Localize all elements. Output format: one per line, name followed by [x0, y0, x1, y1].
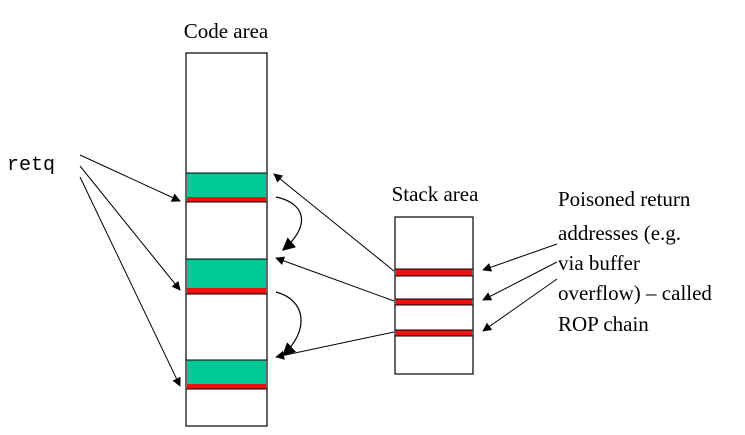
stack-return-address-1	[396, 269, 472, 276]
retq-arrow-1	[79, 154, 181, 202]
code-area-title: Code area	[184, 19, 269, 43]
poisoned-return-annotation: Poisoned return addresses (e.g. via buff…	[558, 187, 717, 336]
stack-return-address-3	[396, 330, 472, 336]
stack-area-title: Stack area	[392, 182, 480, 206]
ret-marker-3	[187, 384, 266, 389]
annotation-line-3: via buffer	[558, 251, 640, 275]
gadget-block-1	[187, 173, 266, 197]
annotation-line-5: ROP chain	[558, 312, 649, 336]
stack-area-box	[394, 216, 474, 375]
retq-label: retq	[7, 154, 55, 177]
retq-arrow-2	[79, 165, 181, 291]
annotation-line-1: Poisoned return	[558, 187, 691, 211]
stack-to-gadget-arrow-1	[273, 173, 395, 272]
annotation-arrow-3	[482, 278, 558, 332]
stack-to-gadget-arrow-2	[275, 256, 395, 302]
annotation-line-4: overflow) – called	[558, 281, 712, 305]
stack-to-gadget-arrow-3	[275, 331, 395, 360]
stack-return-address-2	[396, 299, 472, 305]
ret-marker-1	[187, 197, 266, 202]
retq-arrow-3	[79, 176, 181, 387]
ret-marker-2	[187, 288, 266, 294]
annotation-arrow-1	[482, 243, 558, 272]
flow-arrow-1	[275, 196, 303, 251]
flow-arrow-2	[275, 291, 302, 356]
gadget-block-2	[187, 259, 266, 288]
annotation-line-2: addresses (e.g.	[558, 221, 681, 245]
gadget-block-3	[187, 360, 266, 384]
annotation-arrow-2	[482, 261, 558, 301]
